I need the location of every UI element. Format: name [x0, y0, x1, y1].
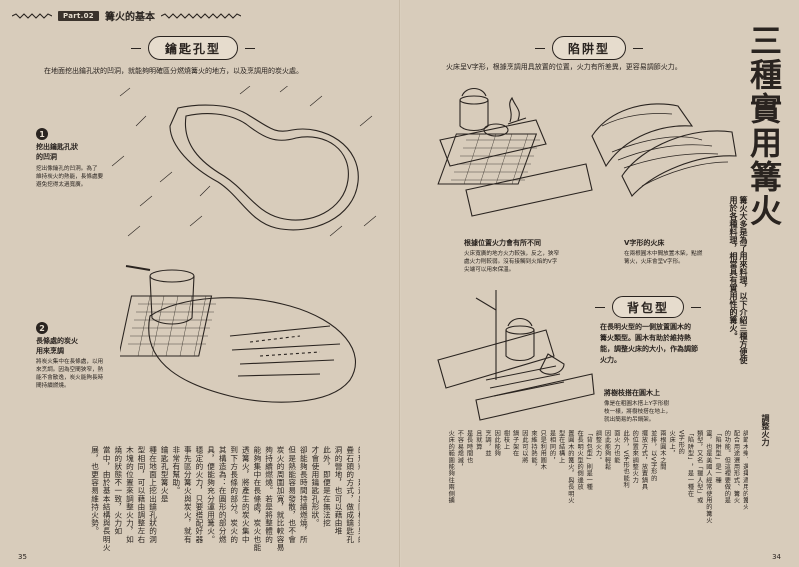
- section-title-text: 背包型: [626, 300, 669, 315]
- v-bed-illustration: [591, 103, 737, 197]
- caption-a2-desc: 在兩根圓木中間放置木柴，點燃 篝火，火床會呈V字形。: [624, 251, 703, 265]
- body-column: 燒的狀態不一致，火力如: [113, 446, 123, 536]
- body-column: 只是利用圓木: [539, 430, 547, 471]
- page-number-right: 34: [772, 553, 781, 561]
- body-column: 夠持續燃燒。若是將整體的: [264, 446, 274, 544]
- body-column: 是相同的，: [548, 430, 556, 464]
- book-spine: [399, 0, 401, 567]
- body-column: 且就算: [474, 430, 482, 451]
- body-column: 的形狀，建造出同樣效果的: [357, 446, 360, 544]
- body-column: 烹調，並: [484, 430, 492, 457]
- step-number-2: 2: [36, 322, 48, 334]
- body-column: 能夠集中在長條處，炭火也能: [252, 446, 262, 552]
- body-column: 具，便能夠充分運用篝火。: [206, 446, 216, 544]
- caption-a2-title: V字形的火床: [624, 239, 665, 247]
- body-column: 鑰匙孔型篝火是: [160, 446, 170, 503]
- header-title: 篝火的基本: [104, 12, 155, 23]
- body-column: 配合用途選用形式、篝火: [732, 430, 740, 504]
- section-title-text: 鑰匙孔型: [164, 41, 221, 56]
- body-column: 樹枝上: [502, 430, 510, 451]
- keyhole-intro: 在地面挖出鑰孔狀的凹洞，就能夠明確區分燃燒篝火的地方，以及烹調用的炭火處。: [44, 67, 303, 75]
- backpack-fire-illustration: [437, 290, 595, 421]
- body-column: 不容易熄滅，: [456, 430, 464, 471]
- body-column: V字形的: [677, 430, 685, 455]
- left-body-columns: 展，也更容易維持火勢。當中，由於基本結構與長明火燒的狀態不一致，火力如木塊的位置…: [90, 446, 360, 558]
- body-column: 「背包型」則是一種: [585, 430, 593, 491]
- body-column: 火床的範圍能夠往兩側擴: [447, 430, 455, 504]
- trapper-intro: 火床呈V字形，根據烹調用具放置的位置，火力有所差異，更容易調節火力。: [446, 63, 682, 71]
- section-title-trapper: 陷阱型: [535, 36, 643, 60]
- zigzag-decoration: [160, 12, 241, 19]
- body-column: 穩定的火力，只要搭配好器: [194, 446, 204, 544]
- zigzag-decoration: [12, 12, 52, 19]
- body-column: 但是熱能容易發散，也不會: [287, 446, 297, 544]
- body-column: 當中，由於基本結構與長明火: [102, 446, 112, 552]
- page-number-left: 35: [18, 553, 27, 561]
- body-column: 展，也更容易維持火勢。: [90, 446, 100, 536]
- body-column: 在長明火型的側邊放: [576, 430, 584, 491]
- body-column: 調節木柴、選擇適用的篝火: [741, 430, 748, 511]
- body-column: 因此可以將: [520, 430, 528, 464]
- body-column: 並排，以V字形的: [649, 430, 657, 482]
- body-column: 疊石頭的方式，做成鑰匙孔: [345, 446, 355, 544]
- body-column: 的位置來調整火力: [631, 430, 639, 484]
- step1-title: 挖出鑰匙孔狀 的凹洞: [36, 143, 78, 161]
- page-header: Part.02 篝火的基本: [12, 8, 241, 23]
- body-column: 此外，即便是在無法挖: [322, 446, 332, 527]
- step2-desc: 將炭火集中在長條處，以用 來烹調。因為空間狹窄，熱 能不會散逸，炭火能夠長時 間…: [36, 359, 104, 389]
- body-column: 面火力也能: [612, 430, 620, 464]
- body-column: 置圓木的篝火，與長明火: [566, 430, 574, 504]
- body-column: 擺放方式，放置鍋具: [640, 430, 648, 491]
- body-column: 火床上，: [668, 430, 676, 457]
- body-column: 是長時間也: [465, 430, 473, 464]
- trapper-fire-illustration: [437, 87, 593, 217]
- pot-on-coals-illustration: [120, 265, 356, 403]
- body-column: 調整火力。: [594, 430, 602, 464]
- section-title-keyhole: 鑰匙孔型: [131, 36, 255, 60]
- step1-desc: 挖出像鑰孔的凹洞。為了 維持炭火的熱能，長條處要 避免挖得太過寬廣。: [36, 166, 104, 188]
- body-column: 因此能夠: [493, 430, 501, 457]
- step-number-1: 1: [36, 128, 48, 140]
- chapter-title: 三種實用篝火: [745, 24, 783, 228]
- caption-a1-desc: 火床寬廣的地方火力較強，反之，狹窄 處火力則較弱。沒有接觸到火焰的V字 尖端可以…: [464, 251, 560, 273]
- body-column: 木塊的位置來調整火力，如: [125, 446, 135, 544]
- body-column: 其構造為：在圓形的部分燃: [218, 446, 228, 544]
- chapter-subtitle: 篝火大多是為了用來料理，以下介紹三種方便使用於各種料理，相當具有實用性的篝火。: [729, 196, 748, 364]
- right-body-columns: 火床的範圍能夠往兩側擴不容易熄滅，是長時間也且就算烹調，並因此能夠樹枝上鍋子架在…: [446, 430, 748, 558]
- body-column: 鍋子架在: [511, 430, 519, 457]
- section-title-backpack: 背包型: [595, 296, 701, 318]
- backpack-intro: 在長明火型的一側放置圓木的 篝火類型。圓木有助於維持熱 能，調整火床的大小，作為…: [600, 323, 698, 364]
- body-column: 事先區分篝火與炭火，就有: [183, 446, 193, 544]
- body-column: 靈，也是美國人經常使用的篝火: [704, 430, 712, 524]
- caption-b-title: 將樹枝搭在圓木上: [604, 389, 660, 397]
- body-column: 非常有幫助。: [171, 446, 181, 495]
- body-column: 型在結構上: [557, 430, 565, 464]
- body-column: 因此能夠輕鬆: [603, 430, 611, 471]
- body-column: 種在地面上挖出鑰孔狀的洞: [148, 446, 158, 544]
- body-column: 才會使用鑰匙孔形狀。: [310, 446, 320, 527]
- keyhole-pit-illustration: [111, 86, 377, 237]
- section-title-text: 陷阱型: [567, 41, 610, 56]
- body-column: 卻能夠長時間持續燃燒，所: [299, 446, 309, 544]
- body-column: 型相同，可以藉由調整左右: [136, 446, 146, 544]
- caption-b-desc: 像是在粗圓木搭上Y字形樹 枝一樣，將樹枝搭在地上， 就出簡易的吊鍋架。: [604, 401, 672, 423]
- body-column: 兩根圓木之間: [658, 430, 666, 471]
- body-column: 「陷阱型」，是一種在: [686, 430, 694, 497]
- part-badge: Part.02: [58, 10, 99, 21]
- sidebar-title: 調整火力: [761, 414, 770, 446]
- body-column: 來維持熱能，: [530, 430, 538, 471]
- body-column: 透篝火，將產生的炭火集中: [241, 446, 251, 544]
- body-column: 洞的營地，也可以藉由堆: [334, 446, 344, 536]
- body-column: 類型，又名「獵人型」或: [695, 430, 703, 504]
- step2-title: 長條處的炭火 用來烹調: [36, 337, 78, 355]
- body-column: 此外，V字形也能利: [622, 430, 630, 489]
- caption-a1-title: 根據位置火力會有所不同: [464, 239, 541, 247]
- body-column: 到下方長條的部分。炭火的: [229, 446, 239, 544]
- body-column: 的功能。但這裡要做的是: [723, 430, 731, 504]
- body-column: 炭火的周圍加寬，就比較容易: [276, 446, 286, 552]
- body-column: 「陷阱型」是一種: [714, 430, 722, 484]
